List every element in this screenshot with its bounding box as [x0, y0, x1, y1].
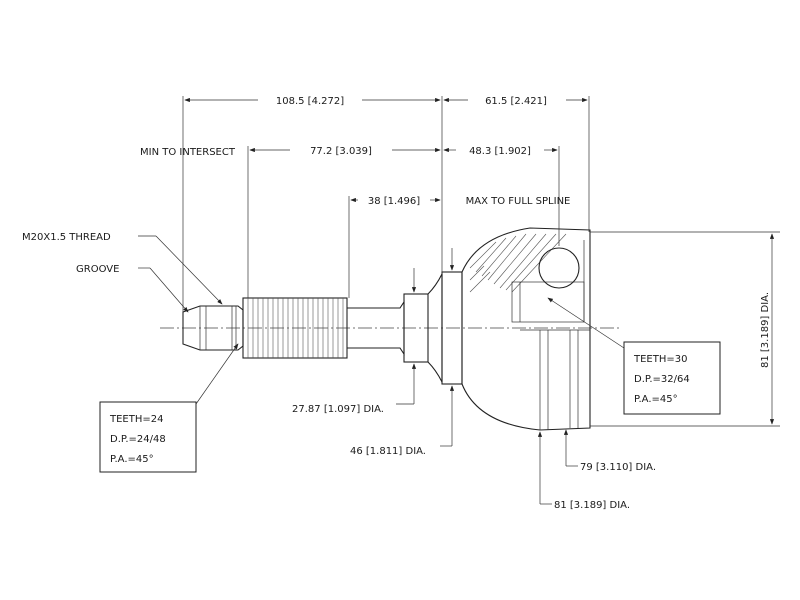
dim-shoulder: 38 [1.496]: [368, 196, 420, 207]
dim-flange-dia: 46 [1.811] DIA.: [350, 446, 426, 457]
dim-bell-dia-inner: 79 [3.110] DIA.: [580, 462, 656, 473]
ball-bearing: [538, 247, 580, 289]
leader-lines: [138, 235, 625, 405]
cv-joint-part: [160, 227, 620, 431]
inner-spline-pa: P.A.=45°: [634, 394, 678, 405]
outer-spline-dp: D.P.=24/48: [110, 434, 166, 445]
callout-labels: M20X1.5 THREAD GROOVE: [22, 232, 119, 275]
outer-spline-teeth: TEETH=24: [109, 414, 163, 425]
dim-bell-dia-outer: 81 [3.189] DIA.: [554, 500, 630, 511]
outer-spline-spec: TEETH=24 D.P.=24/48 P.A.=45°: [99, 401, 197, 473]
dim-max-to-full-spline: 48.3 [1.902]: [469, 146, 531, 157]
min-to-intersect-label: MIN TO INTERSECT: [140, 147, 236, 158]
dim-bell-height: 81 [3.189] DIA.: [760, 292, 771, 368]
bell-housing: [461, 227, 591, 431]
dim-shaft-dia: 27.87 [1.097] DIA.: [292, 404, 384, 415]
dim-min-to-intersect: 77.2 [3.039]: [310, 146, 372, 157]
dim-overall-left: 108.5 [4.272]: [276, 96, 344, 107]
inner-spline-teeth: TEETH=30: [633, 354, 687, 365]
threaded-tip: [182, 305, 244, 351]
inner-spline-dp: D.P.=32/64: [634, 374, 690, 385]
max-to-full-spline-label: MAX TO FULL SPLINE: [466, 196, 571, 207]
inner-spline-spec: TEETH=30 D.P.=32/64 P.A.=45°: [623, 341, 721, 415]
outer-spline-pa: P.A.=45°: [110, 454, 154, 465]
dimension-labels: 108.5 [4.272] 61.5 [2.421] MIN TO INTERS…: [140, 96, 771, 511]
dim-overall-right: 61.5 [2.421]: [485, 96, 547, 107]
thread-callout: M20X1.5 THREAD: [22, 232, 111, 243]
groove-callout: GROOVE: [76, 264, 119, 275]
splined-shaft: [242, 297, 348, 359]
dimension-lines: [182, 96, 780, 505]
